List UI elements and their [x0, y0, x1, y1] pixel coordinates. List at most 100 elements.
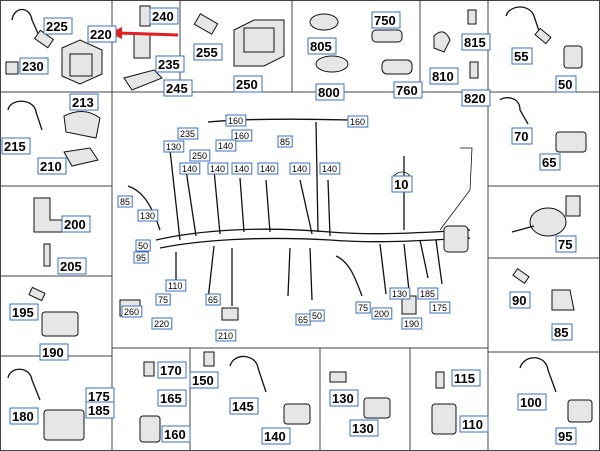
callout-140: 140	[179, 162, 201, 175]
callout-190: 190	[39, 343, 69, 361]
callout-250: 250	[233, 75, 263, 93]
callout-box	[1, 137, 31, 155]
callout-213: 213	[69, 93, 99, 111]
part-drawings	[5, 5, 593, 443]
callout-230: 230	[19, 57, 49, 75]
callout-50: 50	[309, 309, 325, 322]
callout-box	[157, 361, 187, 379]
callout-box	[391, 175, 413, 193]
callout-185: 185	[85, 401, 115, 419]
callout-225: 225	[43, 17, 73, 35]
callout-box	[289, 162, 311, 175]
callout-130: 130	[349, 419, 379, 437]
callout-label: 245	[166, 81, 188, 96]
callout-label: 185	[88, 403, 110, 418]
callout-box	[43, 17, 73, 35]
callout-label: 70	[514, 129, 528, 144]
callout-800: 800	[315, 83, 345, 101]
callout-175: 175	[85, 387, 115, 405]
callout-label: 150	[192, 373, 214, 388]
callout-box	[179, 162, 201, 175]
callout-box	[417, 287, 439, 300]
callout-label: 140	[260, 164, 275, 174]
callout-210: 210	[215, 329, 237, 342]
callout-130: 130	[163, 140, 185, 153]
callout-50: 50	[135, 239, 151, 252]
callout-box	[347, 115, 369, 128]
callout-box	[231, 162, 253, 175]
callout-box	[155, 55, 185, 73]
callout-box	[451, 369, 481, 387]
callout-label: 250	[192, 151, 207, 161]
callout-190: 190	[401, 317, 423, 330]
callout-box	[429, 301, 451, 314]
callout-label: 130	[352, 421, 374, 436]
callout-label: 50	[312, 311, 322, 321]
callout-box	[87, 25, 117, 43]
callout-label: 65	[542, 155, 556, 170]
callout-235: 235	[177, 127, 199, 140]
callout-65: 65	[295, 313, 311, 326]
callout-label: 200	[374, 309, 389, 319]
callout-130: 130	[389, 287, 411, 300]
callout-label: 235	[158, 57, 180, 72]
callout-label: 95	[136, 253, 146, 263]
callout-label: 170	[160, 363, 182, 378]
callout-label: 800	[318, 85, 340, 100]
callout-box	[511, 47, 533, 65]
callout-label: 140	[234, 164, 249, 174]
callout-110: 110	[165, 279, 187, 292]
callout-label: 215	[4, 139, 26, 154]
callout-box	[555, 75, 577, 93]
callout-box	[163, 79, 193, 97]
callout-box	[19, 57, 49, 75]
callout-55: 55	[511, 47, 533, 65]
callout-115: 115	[451, 369, 481, 387]
callout-85: 85	[277, 135, 293, 148]
callout-label: 85	[120, 197, 130, 207]
callout-box	[37, 157, 67, 175]
callout-label: 140	[218, 141, 233, 151]
callout-label: 85	[280, 137, 290, 147]
callout-140: 140	[207, 162, 229, 175]
callout-label: 210	[40, 159, 62, 174]
callout-130: 130	[137, 209, 159, 222]
callout-260: 260	[121, 305, 143, 318]
callout-box	[551, 323, 573, 341]
callout-170: 170	[157, 361, 187, 379]
callout-250: 250	[189, 149, 211, 162]
callout-130: 130	[329, 389, 359, 407]
callout-label: 230	[22, 59, 44, 74]
callout-box	[151, 317, 173, 330]
callout-box	[207, 162, 229, 175]
callout-box	[205, 293, 221, 306]
callout-box	[225, 114, 247, 127]
callout-box	[509, 291, 531, 309]
callout-240: 240	[149, 7, 179, 25]
callout-box	[461, 33, 491, 51]
callout-label: 750	[374, 13, 396, 28]
callout-label: 225	[46, 19, 68, 34]
callout-box	[231, 129, 253, 142]
callout-75: 75	[355, 301, 371, 314]
callout-box	[401, 317, 423, 330]
callout-70: 70	[511, 127, 533, 145]
callout-box	[539, 153, 561, 171]
callout-label: 65	[298, 315, 308, 325]
callout-box	[215, 139, 237, 152]
callout-box	[459, 415, 489, 433]
callout-box	[215, 329, 237, 342]
callout-label: 175	[88, 389, 110, 404]
callout-label: 115	[454, 371, 475, 386]
callout-box	[85, 401, 115, 419]
callout-label: 140	[264, 429, 286, 444]
callout-box	[57, 257, 87, 275]
callout-box	[189, 149, 211, 162]
callout-205: 205	[57, 257, 87, 275]
callout-160: 160	[347, 115, 369, 128]
callout-255: 255	[193, 43, 223, 61]
callout-box	[349, 419, 379, 437]
callout-label: 805	[310, 39, 332, 54]
callout-140: 140	[257, 162, 279, 175]
